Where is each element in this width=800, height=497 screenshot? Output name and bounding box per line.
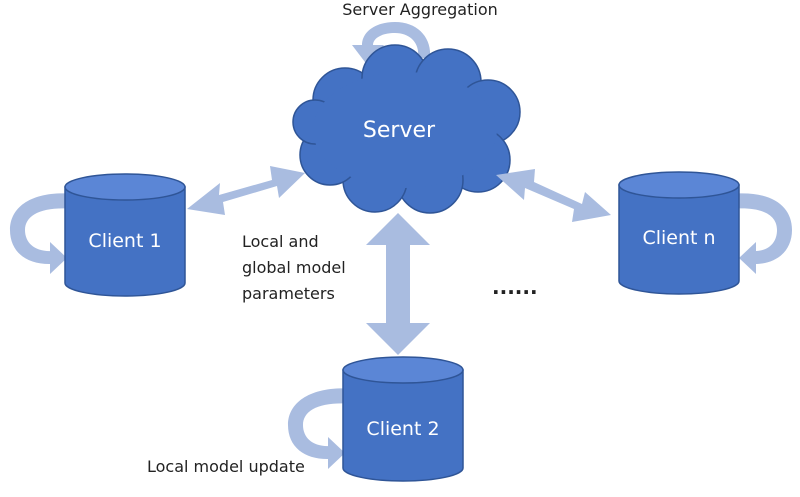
local-model-update-label: Local model update <box>147 457 305 476</box>
client-2-label: Client 2 <box>366 418 439 440</box>
params-line-2: global model <box>242 258 346 277</box>
client-1-label: Client 1 <box>88 230 161 252</box>
client-1-loop-arrow <box>10 193 75 274</box>
server-label: Server <box>363 118 436 143</box>
ellipsis-more-clients: ...... <box>492 275 538 299</box>
server-aggregation-label: Server Aggregation <box>342 0 498 19</box>
client-n-cylinder: Client n <box>618 171 740 295</box>
params-line-1: Local and <box>242 232 319 251</box>
client-2-cylinder: Client 2 <box>342 356 464 482</box>
client-1-cylinder: Client 1 <box>64 173 186 297</box>
params-annotation: Local and global model parameters <box>242 232 346 303</box>
client-n-label: Client n <box>642 227 715 249</box>
arrow-server-client2 <box>366 213 430 355</box>
client-n-loop-arrow <box>730 193 792 274</box>
client-2-loop-arrow <box>288 388 355 469</box>
arrow-server-clientn <box>496 169 611 222</box>
arrow-client1-server <box>187 166 305 215</box>
server-cloud: Server <box>292 44 521 214</box>
params-line-3: parameters <box>242 284 335 303</box>
